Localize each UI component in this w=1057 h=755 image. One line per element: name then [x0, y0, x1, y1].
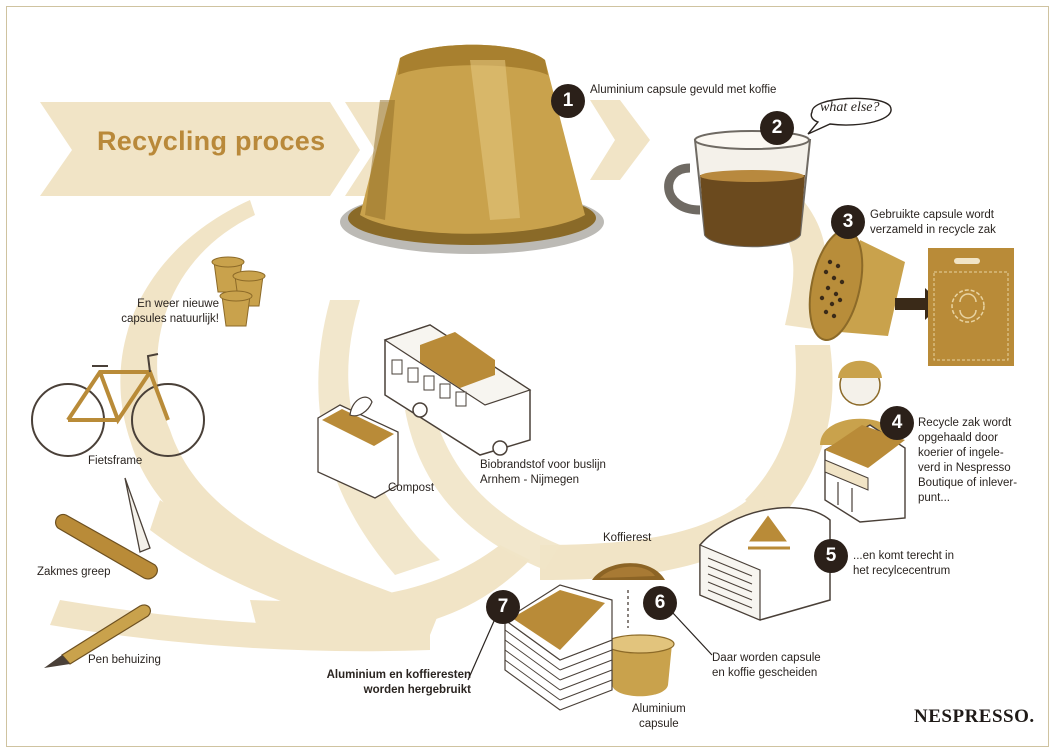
biobrandstof-label: Biobrandstof voor buslijn Arnhem - Nijme… — [480, 459, 606, 486]
aluminium-capsule-label: Aluminium capsule — [632, 703, 686, 730]
bicycle — [31, 353, 205, 457]
new-capsules — [211, 256, 266, 327]
new-capsules-label: En weer nieuwe capsules natuurlijk! — [121, 298, 219, 325]
step-5-badge: 5 — [814, 539, 848, 573]
page-title: Recycling proces — [97, 126, 326, 156]
koffierest-label: Koffierest — [603, 532, 652, 544]
compost-label: Compost — [388, 482, 435, 494]
pen — [44, 604, 152, 668]
bus — [383, 324, 532, 456]
border-frame — [6, 6, 1049, 747]
leader-7 — [467, 611, 499, 681]
what-else-label: what else? — [820, 100, 880, 115]
step-3-badge: 3 — [831, 205, 865, 239]
recycling-center — [699, 506, 831, 621]
pen-label: Pen behuizing — [88, 654, 161, 666]
speech-bubble — [807, 97, 892, 135]
step-7-badge: 7 — [486, 590, 520, 624]
step-4-label: Recycle zak wordt opgehaald door koerier… — [918, 417, 1018, 504]
fietsframe-label: Fietsframe — [88, 455, 143, 467]
step-6-label: Daar worden capsule en koffie gescheiden — [712, 652, 821, 679]
step-3-label: Gebruikte capsule wordt verzameld in rec… — [870, 209, 996, 236]
step-6-badge: 6 — [643, 586, 677, 620]
step-5-label: ...en komt terecht in het recylcecentrum — [853, 550, 954, 577]
step-2-badge: 2 — [760, 111, 794, 145]
aluminium-capsule-cup — [605, 634, 675, 697]
compost-box — [317, 396, 399, 499]
recycle-bag — [928, 248, 1014, 366]
step-1-label: Aluminium capsule gevuld met koffie — [590, 84, 777, 96]
coffee-grounds-pile — [592, 563, 665, 580]
step-7-label: Aluminium en koffieresten worden hergebr… — [326, 669, 471, 696]
coffee-cup — [664, 130, 812, 248]
big-capsule — [340, 44, 604, 254]
nespresso-logo: NESPRESSO. — [914, 706, 1035, 727]
zakmes-label: Zakmes greep — [37, 566, 111, 578]
used-capsule — [808, 228, 905, 342]
pocket-knife — [54, 477, 158, 580]
leader-6 — [671, 611, 713, 656]
aluminium-blocks — [503, 584, 613, 711]
step-1-badge: 1 — [551, 84, 585, 118]
step-4-badge: 4 — [880, 406, 914, 440]
